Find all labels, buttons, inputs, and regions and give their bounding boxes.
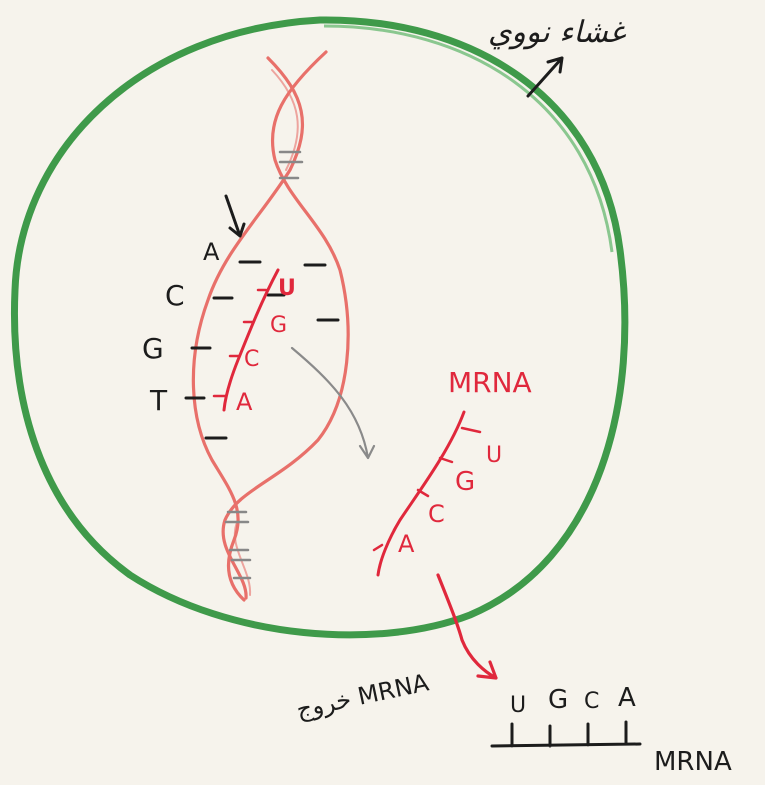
exit-label: خروج MRNA: [294, 668, 432, 723]
template-base-a: A: [203, 238, 220, 266]
mrna-outside: U G C A MRNA: [490, 683, 732, 777]
mrna-inside-base-a: A: [398, 530, 415, 558]
mrna-inside-base-c: C: [428, 500, 445, 528]
nascent-rna-ticks: [212, 288, 268, 398]
template-base-t: T: [149, 384, 168, 417]
dna-strand-right-2: [233, 519, 252, 596]
membrane-arrow: [526, 56, 564, 98]
nascent-base-a: A: [236, 388, 253, 416]
nascent-rna-strand: [222, 268, 280, 412]
mrna-inside-base-g: G: [455, 467, 475, 497]
template-dashes: [184, 260, 340, 440]
mrna-outside-label: MRNA: [654, 747, 732, 777]
nascent-base-u: U: [278, 276, 296, 301]
exit-arrow: [436, 573, 498, 680]
mrna-outside-base-a: A: [618, 683, 636, 713]
mrna-outside-base-c: C: [584, 689, 599, 714]
dna-rungs: [224, 150, 304, 580]
mrna-inside-base-u: U: [486, 443, 502, 468]
nascent-base-c: C: [244, 347, 259, 372]
dna-strand-right: [221, 50, 350, 600]
nuclear-membrane-inner-stroke: [323, 24, 614, 253]
mrna-inside-ticks: [372, 426, 482, 552]
mrna-outside-backbone: [490, 720, 642, 748]
mrna-outside-base-u: U: [510, 693, 526, 718]
mrna-inside-backbone: [376, 410, 466, 577]
membrane-label: غشاء نووي: [488, 15, 626, 50]
dna-strand-left-2: [271, 69, 299, 171]
mrna-inside-label: MRNA: [448, 366, 532, 399]
template-base-c: C: [165, 279, 185, 312]
nascent-base-g: G: [270, 313, 287, 338]
template-base-g: G: [142, 332, 164, 365]
nuclear-membrane: [11, 16, 629, 639]
split-point-arrow: [224, 194, 246, 238]
mrna-outside-base-g: G: [548, 685, 568, 715]
release-arrow: [290, 346, 376, 460]
